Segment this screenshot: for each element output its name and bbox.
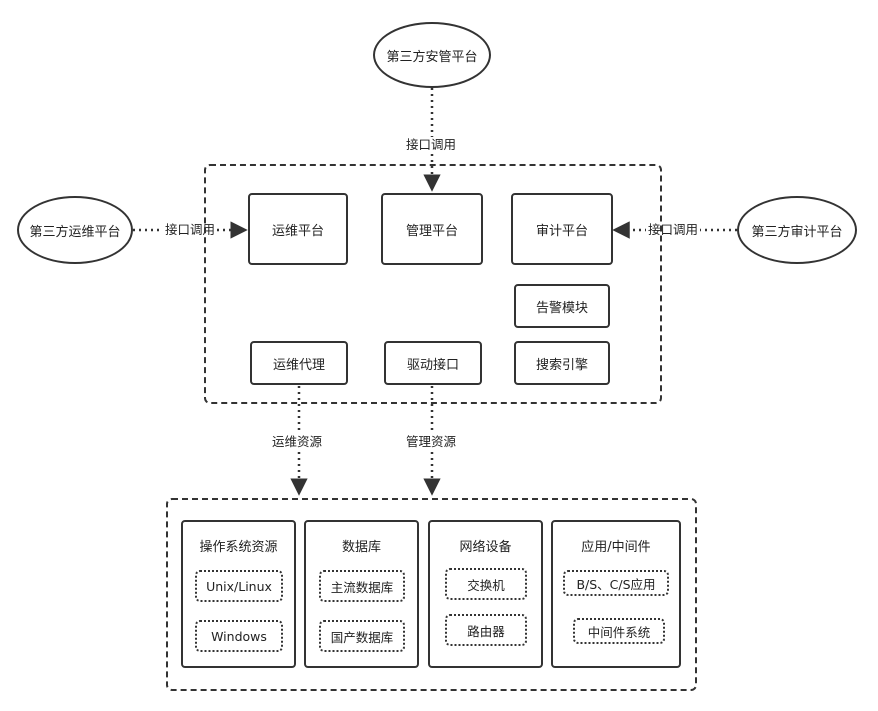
node-label: 第三方审计平台 bbox=[751, 224, 843, 240]
node-label: 第三方运维平台 bbox=[29, 224, 121, 240]
node-mgmt-platform: 管理平台 bbox=[381, 193, 483, 265]
node-third-party-security: 第三方安管平台 bbox=[373, 22, 491, 88]
node-third-party-ops: 第三方运维平台 bbox=[17, 196, 133, 264]
resource-item: 路由器 bbox=[445, 614, 527, 646]
node-audit-platform: 审计平台 bbox=[511, 193, 613, 265]
resource-item: 交换机 bbox=[445, 568, 527, 600]
resource-item: Windows bbox=[195, 620, 283, 652]
node-ops-platform: 运维平台 bbox=[248, 193, 348, 265]
node-label: 告警模块 bbox=[535, 300, 588, 316]
resource-item: 主流数据库 bbox=[319, 570, 405, 602]
resource-column-app: 应用/中间件 B/S、C/S应用 中间件系统 bbox=[551, 520, 681, 668]
edge-label-top-call: 接口调用 bbox=[404, 137, 459, 153]
resources-group bbox=[166, 498, 697, 691]
edge-label-mgmt-resource: 管理资源 bbox=[404, 434, 459, 450]
resource-item: 中间件系统 bbox=[573, 618, 665, 644]
resource-column-os: 操作系统资源 Unix/Linux Windows bbox=[181, 520, 296, 668]
core-system-group bbox=[204, 164, 662, 404]
node-label: 管理平台 bbox=[405, 223, 458, 239]
node-driver-interface: 驱动接口 bbox=[384, 341, 482, 385]
node-label: 运维平台 bbox=[271, 223, 324, 239]
node-label: 驱动接口 bbox=[406, 357, 459, 373]
resource-title: 操作系统资源 bbox=[199, 540, 278, 555]
node-ops-agent: 运维代理 bbox=[250, 341, 348, 385]
node-search-engine: 搜索引擎 bbox=[514, 341, 610, 385]
node-label: 运维代理 bbox=[272, 357, 325, 373]
edge-label-ops-resource: 运维资源 bbox=[270, 434, 325, 450]
resource-title: 数据库 bbox=[341, 540, 381, 555]
resource-column-network: 网络设备 交换机 路由器 bbox=[428, 520, 543, 668]
resource-item: 国产数据库 bbox=[319, 620, 405, 652]
resource-title: 应用/中间件 bbox=[581, 540, 651, 555]
node-label: 审计平台 bbox=[535, 223, 588, 239]
node-third-party-audit: 第三方审计平台 bbox=[737, 196, 857, 264]
resource-title: 网络设备 bbox=[459, 540, 512, 555]
node-label: 搜索引擎 bbox=[535, 357, 588, 373]
node-label: 第三方安管平台 bbox=[386, 49, 478, 65]
edge-label-left-call: 接口调用 bbox=[163, 222, 218, 238]
resource-item: Unix/Linux bbox=[195, 570, 283, 602]
resource-item: B/S、C/S应用 bbox=[563, 570, 669, 596]
node-alert-module: 告警模块 bbox=[514, 284, 610, 328]
resource-column-db: 数据库 主流数据库 国产数据库 bbox=[304, 520, 419, 668]
